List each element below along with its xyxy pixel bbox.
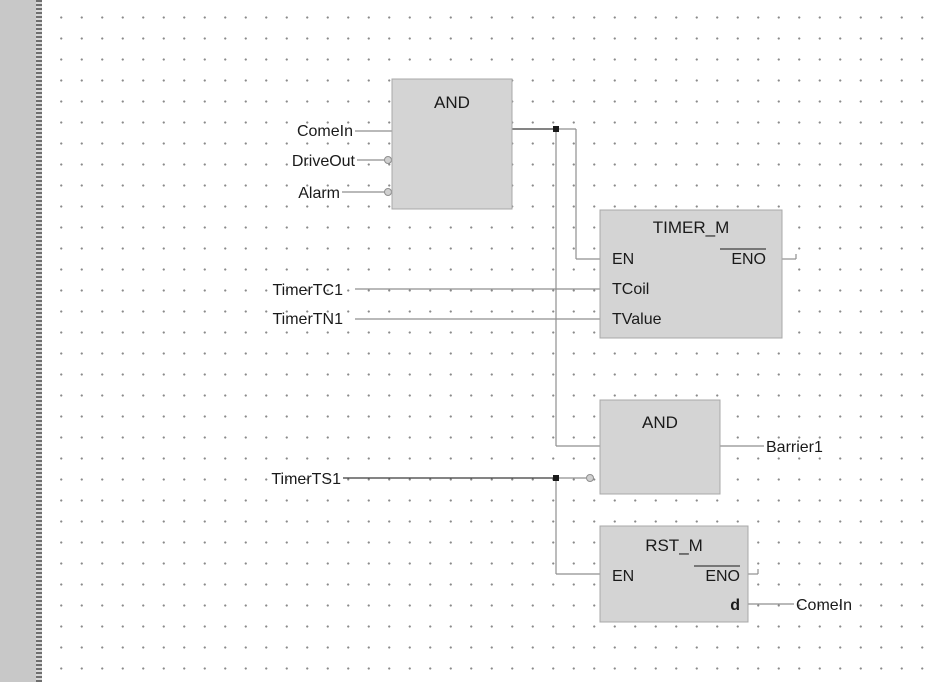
junction-and1-out bbox=[553, 126, 559, 132]
negation-drive-out bbox=[384, 156, 392, 164]
and1-block[interactable]: AND bbox=[391, 78, 513, 210]
timer-block[interactable]: TIMER_M EN ENO TCoil TValue bbox=[599, 209, 783, 339]
rst-title: RST_M bbox=[645, 536, 703, 555]
rst-pin-eno: ENO bbox=[705, 568, 740, 585]
var-comein-output[interactable]: ComeIn bbox=[796, 597, 852, 614]
var-driveout[interactable]: DriveOut bbox=[292, 153, 356, 170]
and2-title: AND bbox=[642, 413, 678, 432]
timer-pin-tcoil: TCoil bbox=[612, 281, 649, 298]
rst-pin-d: d bbox=[730, 597, 740, 614]
editor-left-margin bbox=[0, 0, 36, 682]
var-alarm[interactable]: Alarm bbox=[298, 185, 340, 202]
var-comein-input[interactable]: ComeIn bbox=[297, 123, 353, 140]
var-timertn1[interactable]: TimerTN1 bbox=[272, 311, 343, 328]
var-timertc1[interactable]: TimerTC1 bbox=[272, 282, 343, 299]
editor-margin-border bbox=[36, 0, 42, 682]
var-barrier1[interactable]: Barrier1 bbox=[766, 439, 823, 456]
timer-pin-tvalue: TValue bbox=[612, 311, 662, 328]
and1-title: AND bbox=[434, 93, 470, 112]
timer-pin-eno: ENO bbox=[731, 251, 766, 268]
rst-pin-en: EN bbox=[612, 568, 634, 585]
timer-pin-en: EN bbox=[612, 251, 634, 268]
and2-block[interactable]: AND bbox=[599, 399, 721, 495]
rst-block[interactable]: RST_M EN ENO d bbox=[599, 525, 749, 623]
timer-title: TIMER_M bbox=[653, 218, 730, 237]
var-timerts1[interactable]: TimerTS1 bbox=[271, 471, 341, 488]
negation-timerts1 bbox=[586, 474, 594, 482]
negation-alarm bbox=[384, 188, 392, 196]
junction-timerts1 bbox=[553, 475, 559, 481]
